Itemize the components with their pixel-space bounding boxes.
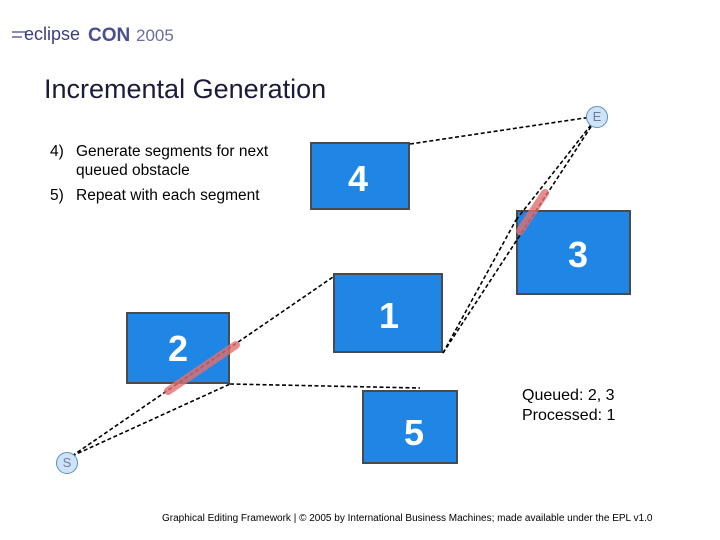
obstacle-label: 5 — [404, 412, 425, 453]
segment-2-to-5 — [229, 383, 421, 389]
obstacle-5: 5 — [362, 390, 458, 464]
segment-3-to-e — [515, 115, 599, 221]
footer-text: Graphical Editing Framework | © 2005 by … — [162, 513, 653, 524]
logo-con-text: CON — [88, 25, 130, 46]
segment-1-to-e — [442, 115, 599, 354]
step-item: 5) Repeat with each segment — [50, 186, 310, 205]
eclipsecon-logo: eclipse CON 2005 — [12, 24, 174, 46]
logo-eclipse-text: eclipse — [24, 24, 80, 44]
obstacle-3: 3 — [516, 210, 631, 295]
obstacle-1: 1 — [333, 273, 443, 353]
segment-marker-2 — [164, 341, 240, 395]
logo-year-text: 2005 — [136, 26, 174, 45]
obstacle-label: 2 — [168, 328, 189, 369]
step-text: Generate segments for next queued obstac… — [76, 143, 269, 179]
start-point: S — [56, 452, 78, 474]
obstacle-label: 4 — [348, 158, 369, 199]
step-number: 5) — [50, 187, 64, 204]
slide-title: Incremental Generation — [44, 74, 327, 104]
segment-s-to-2 — [71, 383, 231, 457]
segment-marker-3 — [516, 189, 549, 235]
step-item: 4) Generate segments for next queued obs… — [50, 142, 310, 180]
segment-1-to-3 — [442, 219, 517, 354]
end-point: E — [586, 106, 608, 128]
obstacle-4: 4 — [310, 142, 410, 210]
queue-status: Queued: 2, 3 Processed: 1 — [522, 386, 615, 426]
step-text: Repeat with each segment — [76, 187, 260, 204]
segment-1-to-4 — [409, 115, 599, 145]
obstacle-label: 3 — [568, 234, 589, 275]
step-list: 4) Generate segments for next queued obs… — [50, 142, 310, 211]
queued-text: Queued: 2, 3 — [522, 387, 615, 404]
processed-text: Processed: 1 — [522, 407, 616, 424]
step-number: 4) — [50, 143, 64, 160]
obstacle-label: 1 — [379, 295, 400, 336]
